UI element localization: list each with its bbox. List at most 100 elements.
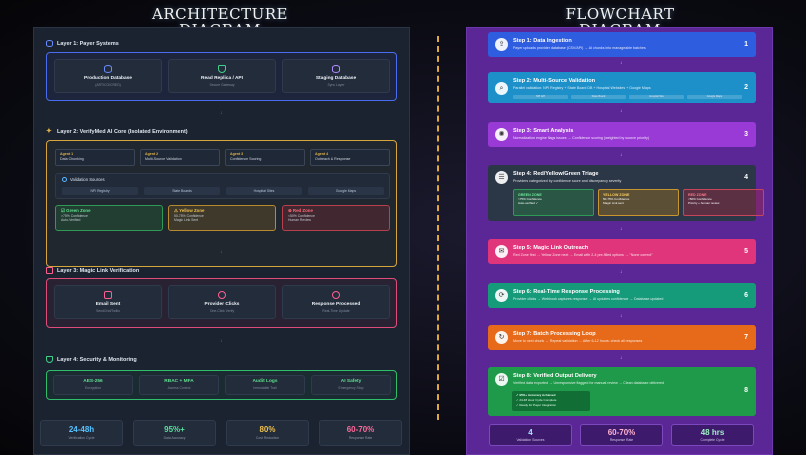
layer4-cell: AES-256 Encryption bbox=[53, 375, 133, 395]
validation-sources-box: Validation Sources NPI Registry State Bo… bbox=[55, 173, 390, 199]
layer3-header: Layer 3: Magic Link Verification bbox=[46, 267, 139, 274]
triage-title: YELLOW ZONE bbox=[603, 193, 630, 197]
step-title: Step 1: Data Ingestion bbox=[513, 38, 572, 44]
source-tag: NPI API bbox=[513, 95, 568, 99]
stat-label: Complete Cycle bbox=[700, 438, 725, 442]
step-number: 3 bbox=[744, 131, 748, 138]
cell-subtitle: Secure Gateway bbox=[209, 83, 235, 87]
step-desc: Parallel validation: NPI Registry + Stat… bbox=[513, 86, 651, 90]
step-desc: Provider clicks → Webhook captures respo… bbox=[513, 297, 664, 301]
layer4-cell: RBAC + MFA Access Control bbox=[139, 375, 219, 395]
shield-icon bbox=[46, 356, 53, 363]
agent-desc: Multi-Source Validation bbox=[145, 156, 182, 161]
check-item: ✓ 95%+ Accuracy Achieved bbox=[516, 393, 556, 397]
stat-value: 95%+ bbox=[164, 425, 185, 434]
down-arrow-icon: ↓ bbox=[620, 60, 623, 66]
cell-subtitle: Access Control bbox=[167, 386, 191, 390]
stat-value: 80% bbox=[259, 425, 276, 434]
architecture-panel: Layer 1: Payer Systems Production Databa… bbox=[33, 27, 410, 455]
check-item: ✓ 24-48 Hour Cycle Complete bbox=[516, 398, 557, 402]
cell-subtitle: Encryption bbox=[84, 386, 102, 390]
triage-yellow: YELLOW ZONE 50-75% Confidence Magic Link… bbox=[598, 189, 679, 216]
step-1-card: ⇪ Step 1: Data Ingestion Payer uploads p… bbox=[488, 32, 756, 57]
zone-line1: >75% Confidence bbox=[61, 213, 88, 218]
stat-card: 24-48h Verification Cycle bbox=[40, 420, 123, 446]
alert-icon: ⊗ bbox=[288, 208, 293, 213]
step-8-card: ☑ Step 8: Verified Output Delivery Verif… bbox=[488, 367, 756, 416]
layer2-box: Agent 1 Data Chunking Agent 2 Multi-Sour… bbox=[46, 140, 397, 267]
zone-line2: Human Review bbox=[288, 218, 311, 223]
green-zone-card: ☑ Green Zone >75% Confidence Auto-Verifi… bbox=[55, 205, 163, 231]
database-icon bbox=[104, 65, 112, 73]
layer4-title: Layer 4: Security & Monitoring bbox=[57, 356, 137, 363]
triage-line1: 50-75% Confidence bbox=[603, 197, 630, 201]
architecture-title-line1: ARCHITECTURE bbox=[152, 5, 288, 23]
check-item: ✓ Ready for Payer Integration bbox=[516, 403, 557, 407]
list-icon: ☰ bbox=[495, 171, 508, 184]
agent-name: Agent 4 bbox=[315, 152, 329, 156]
layer2-header: ✦ Layer 2: VerifyMed AI Core (Isolated E… bbox=[46, 128, 188, 135]
down-arrow-icon: ↓ bbox=[220, 338, 223, 344]
check-icon: ☑ bbox=[61, 208, 67, 213]
agent-name: Agent 2 bbox=[145, 152, 159, 156]
users-icon bbox=[218, 291, 226, 299]
cell-subtitle: (ARTICO/CRED) bbox=[95, 83, 121, 87]
cell-title: Response Processed bbox=[311, 302, 361, 307]
step-desc: Verified data exported → Unresponsive fl… bbox=[513, 381, 665, 385]
layer3-title: Layer 3: Magic Link Verification bbox=[57, 267, 140, 274]
step-5-card: ✉ Step 5: Magic Link Outreach Red Zone f… bbox=[488, 239, 756, 264]
layer1-cell: Read Replica / API Secure Gateway bbox=[168, 59, 276, 93]
layer2-title: Layer 2: VerifyMed AI Core (Isolated Env… bbox=[57, 128, 188, 135]
cell-title: RBAC + MFA bbox=[164, 379, 194, 384]
agent-name: Agent 1 bbox=[60, 152, 74, 156]
step-title: Step 2: Multi-Source Validation bbox=[513, 78, 596, 84]
stat-value: 60-70% bbox=[607, 428, 636, 437]
cell-title: AI Safety bbox=[340, 379, 362, 384]
step-title: Step 7: Batch Processing Loop bbox=[513, 331, 596, 337]
stat-label: Response Rate bbox=[348, 436, 373, 440]
step-number: 8 bbox=[744, 387, 748, 394]
cell-subtitle: SendGrid/Twilio bbox=[96, 309, 120, 313]
flowchart-panel: ⇪ Step 1: Data Ingestion Payer uploads p… bbox=[466, 27, 773, 455]
triage-line1: >75% Confidence bbox=[518, 197, 542, 201]
layer4-cell: AI Safety Emergency Stop bbox=[311, 375, 391, 395]
stat-label: Cost Reduction bbox=[255, 436, 280, 440]
triage-title: GREEN ZONE bbox=[518, 193, 542, 197]
step-number: 4 bbox=[744, 174, 748, 181]
layer4-header: Layer 4: Security & Monitoring bbox=[46, 356, 137, 363]
database-check-icon: ☑ bbox=[495, 373, 508, 386]
cell-subtitle: One-Click Verify bbox=[209, 309, 235, 313]
layer1-header: Layer 1: Payer Systems bbox=[46, 40, 119, 47]
layer1-cell: Staging Database Sync Layer bbox=[282, 59, 390, 93]
zone-title-text: Yellow Zone bbox=[179, 208, 205, 213]
shield-icon bbox=[218, 65, 226, 73]
center-divider bbox=[437, 36, 439, 420]
warning-icon: ⚠ bbox=[174, 208, 180, 213]
agent-card: Agent 4 Outreach & Response bbox=[310, 149, 390, 166]
down-arrow-icon: ↓ bbox=[620, 108, 623, 114]
zone-line2: Magic Link Sent bbox=[174, 218, 199, 223]
stat-value: 60-70% bbox=[346, 425, 375, 434]
cell-title: AES-256 bbox=[83, 379, 103, 384]
step-desc: Normalization engine flags issues → Conf… bbox=[513, 136, 650, 140]
cell-title: Provider Clicks bbox=[204, 302, 240, 307]
layer3-cell: Response Processed Real-Time Update bbox=[282, 285, 390, 319]
zone-title-text: Green Zone bbox=[66, 208, 91, 213]
source-tag: State Board bbox=[571, 95, 626, 99]
validation-source-item: Google Maps bbox=[308, 187, 384, 195]
step-2-card: ⌕ Step 2: Multi-Source Validation Parall… bbox=[488, 72, 756, 103]
step-title: Step 3: Smart Analysis bbox=[513, 128, 574, 134]
step-title: Step 6: Real-Time Response Processing bbox=[513, 289, 620, 295]
step-desc: Providers categorized by confidence scor… bbox=[513, 179, 622, 183]
zone-line1: 50-75% Confidence bbox=[174, 213, 204, 218]
layer4-box: AES-256 Encryption RBAC + MFA Access Con… bbox=[46, 370, 397, 400]
down-arrow-icon: ↓ bbox=[220, 249, 223, 255]
step-desc: Red Zone first → Yellow Zone next → Emai… bbox=[513, 253, 653, 257]
layer4-cell: Audit Logs Immutable Trail bbox=[225, 375, 305, 395]
triage-green: GREEN ZONE >75% Confidence Auto-verified… bbox=[513, 189, 594, 216]
layer1-cell: Production Database (ARTICO/CRED) bbox=[54, 59, 162, 93]
zone-title-text: Red Zone bbox=[292, 208, 313, 213]
step-title: Step 8: Verified Output Delivery bbox=[513, 373, 597, 379]
stat-value: 24-48h bbox=[68, 425, 95, 434]
cell-subtitle: Sync Layer bbox=[327, 83, 345, 87]
